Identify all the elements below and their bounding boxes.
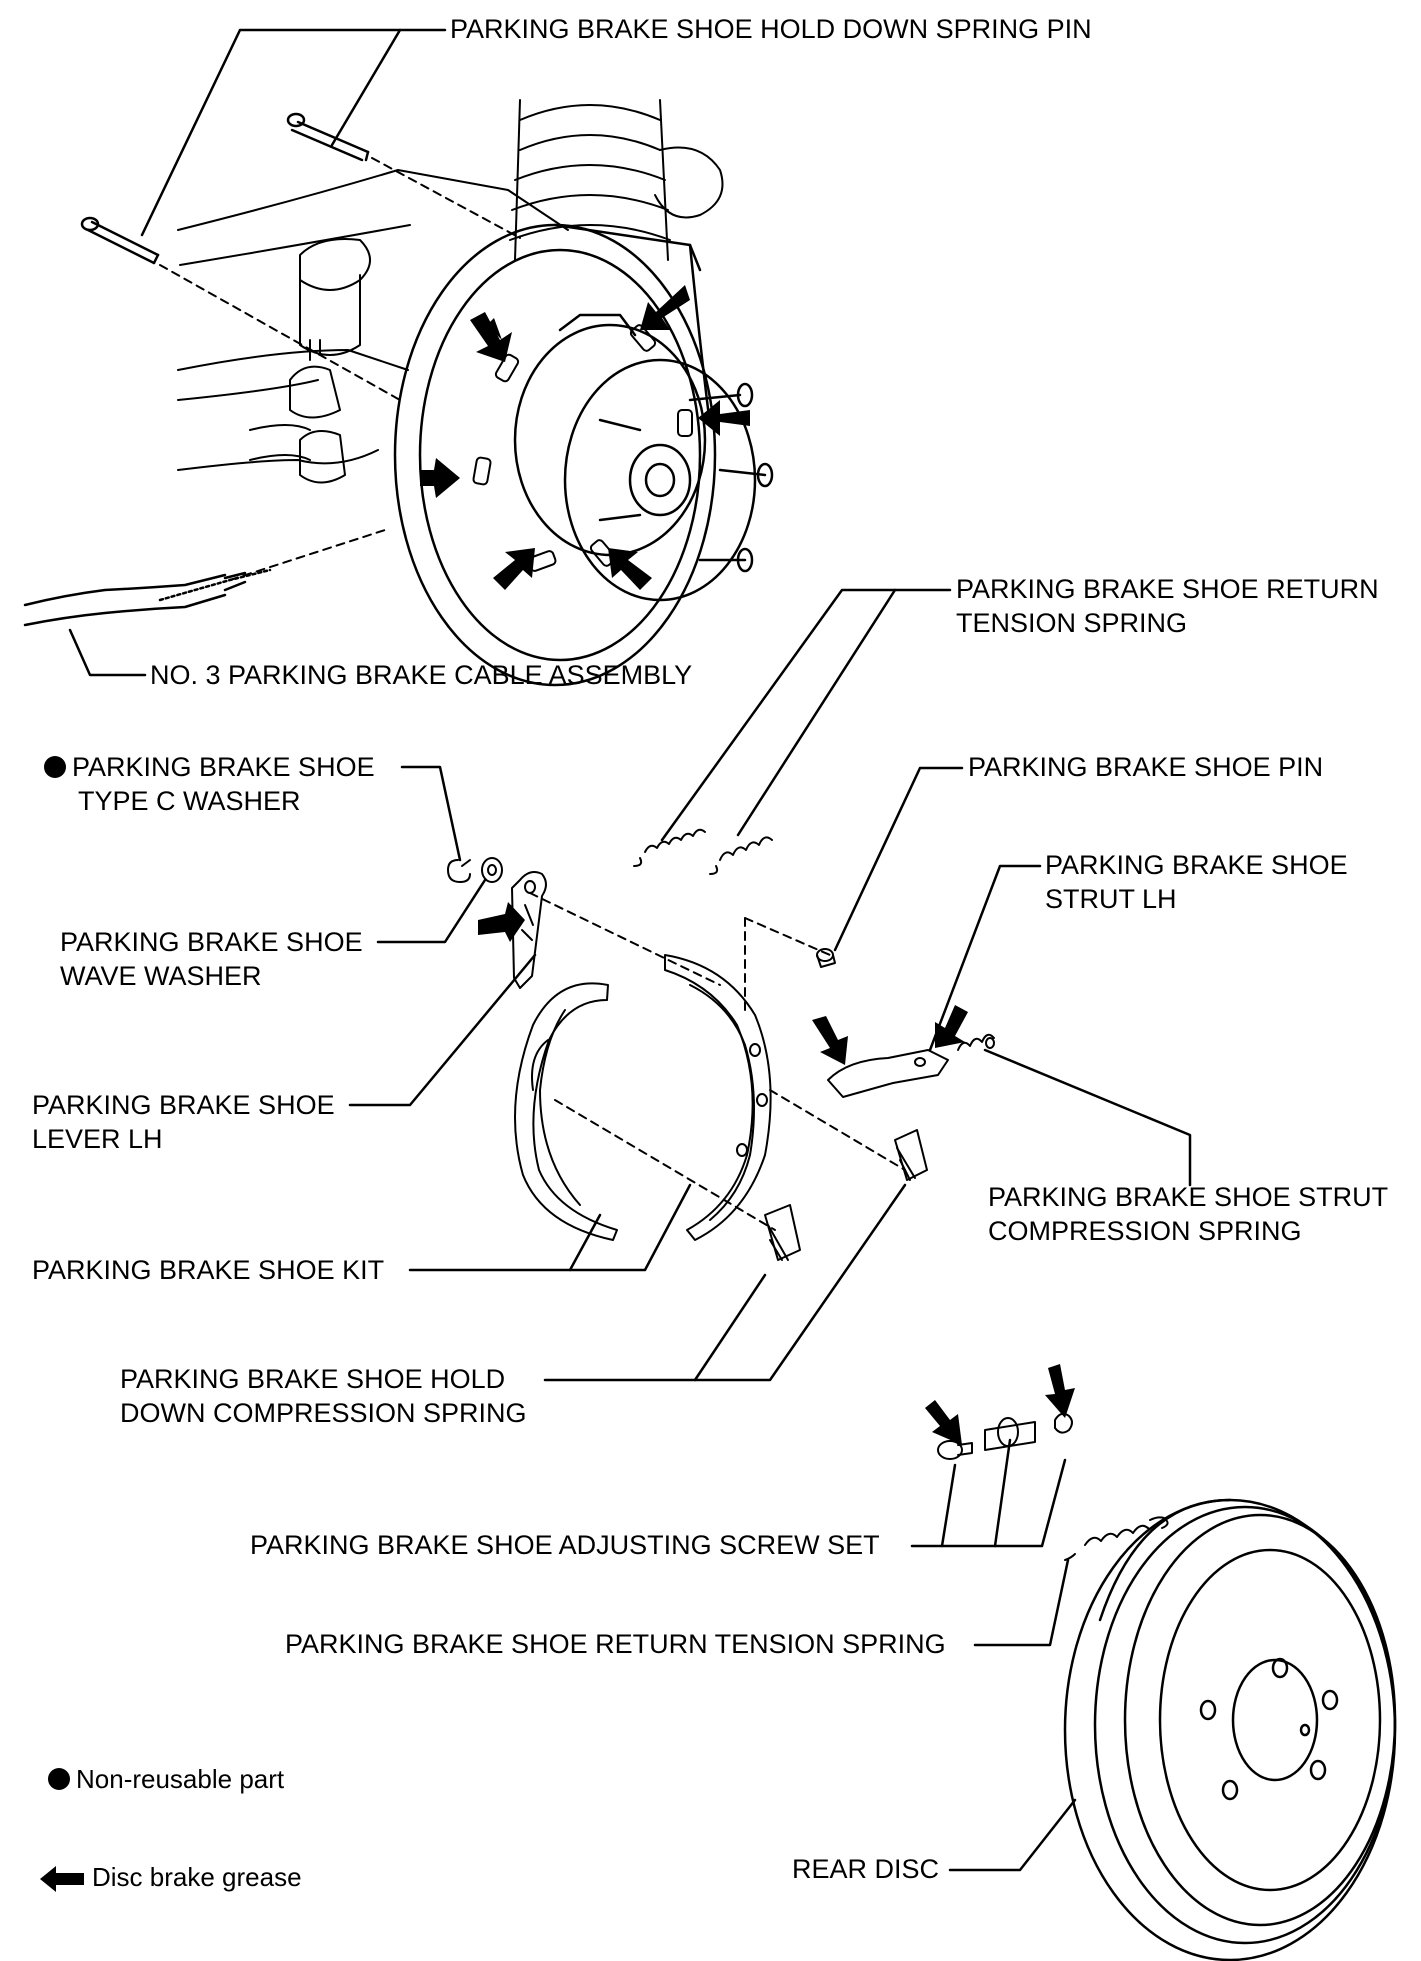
label-line: PARKING BRAKE SHOE	[1045, 850, 1348, 880]
label-line: PARKING BRAKE SHOE	[60, 927, 363, 957]
label-lever-lh: PARKING BRAKE SHOE LEVER LH	[32, 1088, 335, 1156]
legend-grease: Disc brake grease	[40, 1860, 302, 1894]
label-line: PARKING BRAKE SHOE STRUT	[988, 1182, 1389, 1212]
label-type-c-washer: PARKING BRAKE SHOE TYPE C WASHER	[44, 750, 375, 818]
rear-disc-part	[1063, 1498, 1397, 1961]
left-arrow-icon	[40, 1866, 84, 1893]
grease-arrow-lever	[478, 902, 525, 942]
label-line: WAVE WASHER	[60, 961, 262, 991]
label-return-spring-upper: PARKING BRAKE SHOE RETURN TENSION SPRING	[956, 572, 1379, 640]
strut-lh-part	[827, 1049, 949, 1098]
label-hold-down-compression-spring: PARKING BRAKE SHOE HOLD DOWN COMPRESSION…	[120, 1362, 527, 1430]
filled-circle-icon	[48, 1768, 70, 1790]
label-rear-disc: REAR DISC	[792, 1854, 940, 1884]
brake-shoe-kit-part	[514, 892, 906, 1241]
return-springs-upper	[633, 828, 773, 875]
label-line: COMPRESSION SPRING	[988, 1216, 1302, 1246]
type-c-washer-part	[447, 859, 471, 883]
label-line: PARKING BRAKE SHOE RETURN	[956, 574, 1379, 604]
label-shoe-pin: PARKING BRAKE SHOE PIN	[968, 752, 1324, 782]
grease-arrow-screw-right	[1045, 1364, 1075, 1418]
label-hold-down-spring-pin: PARKING BRAKE SHOE HOLD DOWN SPRING PIN	[450, 14, 1092, 44]
leader-lines	[68, 28, 1192, 1872]
label-line: TYPE C WASHER	[78, 786, 301, 816]
lever-lh-part	[511, 871, 547, 989]
label-return-spring-lower: PARKING BRAKE SHOE RETURN TENSION SPRING	[285, 1629, 946, 1659]
label-strut-lh: PARKING BRAKE SHOE STRUT LH	[1045, 848, 1348, 916]
label-wave-washer: PARKING BRAKE SHOE WAVE WASHER	[60, 925, 363, 993]
label-cable-assembly: NO. 3 PARKING BRAKE CABLE ASSEMBLY	[150, 660, 693, 690]
grease-arrow-strut-right	[935, 1005, 968, 1048]
grease-arrows-upper	[420, 285, 750, 590]
legend-non-reusable-text: Non-reusable part	[76, 1764, 285, 1794]
label-line: PARKING BRAKE SHOE HOLD	[120, 1364, 506, 1394]
legend-non-reusable: Non-reusable part	[48, 1762, 284, 1796]
shoe-pin-part	[816, 948, 836, 968]
parking-brake-cable	[23, 529, 386, 627]
label-line: STRUT LH	[1045, 884, 1177, 914]
label-line: DOWN COMPRESSION SPRING	[120, 1398, 527, 1428]
hold-down-compression-springs-part	[764, 1129, 928, 1261]
hold-down-spring-pins	[80, 112, 521, 401]
label-shoe-kit: PARKING BRAKE SHOE KIT	[32, 1255, 385, 1285]
backing-plate	[393, 223, 717, 687]
adjusting-screw-set-part	[937, 1412, 1073, 1460]
grease-arrow-screw-left	[925, 1400, 962, 1445]
strut-compression-spring-part	[957, 1033, 995, 1051]
label-text: PARKING BRAKE SHOE	[72, 752, 375, 782]
legend-grease-text: Disc brake grease	[92, 1862, 302, 1892]
suspension-background	[177, 99, 724, 484]
grease-arrow-strut-left	[812, 1016, 848, 1065]
label-line: PARKING BRAKE SHOE	[44, 750, 375, 784]
label-adjusting-screw-set: PARKING BRAKE SHOE ADJUSTING SCREW SET	[250, 1530, 880, 1560]
non-reusable-icon	[44, 756, 66, 778]
label-strut-compression-spring: PARKING BRAKE SHOE STRUT COMPRESSION SPR…	[988, 1180, 1388, 1248]
wave-washer-part	[481, 857, 503, 883]
label-line: LEVER LH	[32, 1124, 163, 1154]
label-line: PARKING BRAKE SHOE	[32, 1090, 335, 1120]
label-line: TENSION SPRING	[956, 608, 1188, 638]
